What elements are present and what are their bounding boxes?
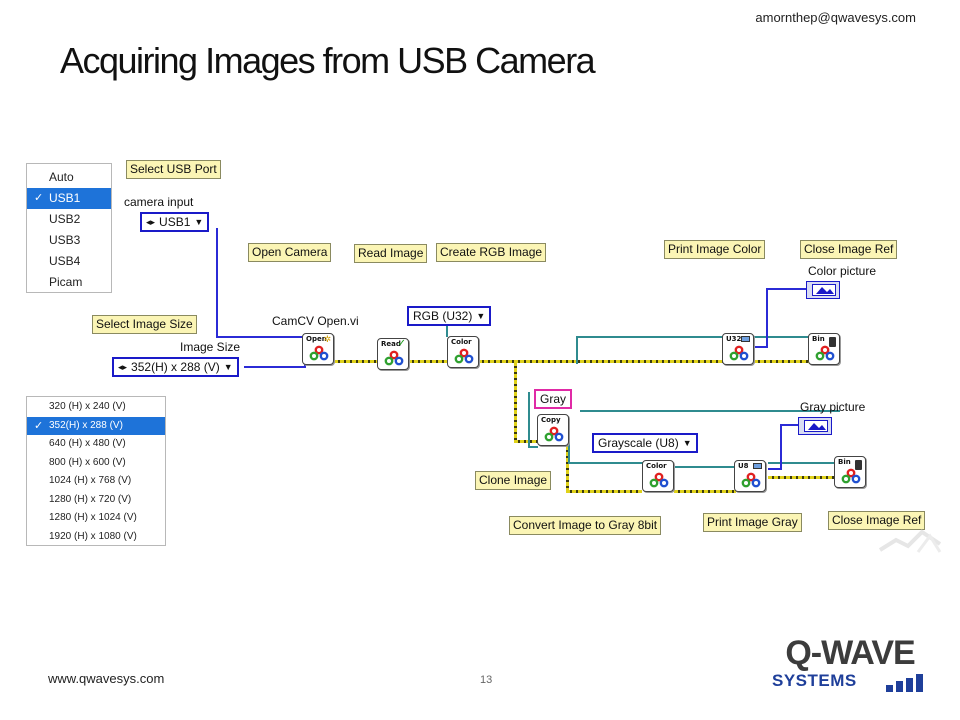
footer-url: www.qwavesys.com <box>48 671 165 686</box>
vi-label: Copy <box>541 416 561 424</box>
picture-icon <box>753 463 762 469</box>
increment-icon: ◂▸ <box>118 362 128 372</box>
note-print-image-color: Print Image Color <box>664 240 766 259</box>
image-size-menu[interactable]: 320 (H) x 240 (V) ✓ 352(H) x 288 (V) 640 … <box>26 396 166 546</box>
slide-title: Acquiring Images from USB Camera <box>60 40 596 81</box>
chevron-down-icon: ▼ <box>223 362 233 372</box>
menu-option[interactable]: Picam <box>49 275 83 289</box>
author-email: amornthep@qwavesys.com <box>755 10 916 25</box>
opencv-logo-icon <box>815 345 835 361</box>
label-image-size: Image Size <box>180 340 241 354</box>
u32-to-picture-vi[interactable]: U32 <box>722 333 754 365</box>
close-image-ref-vi-top[interactable]: Bin <box>808 333 840 365</box>
company-logo: Q-WAVE SYSTEMS <box>770 636 930 696</box>
note-close-image-ref-bottom: Close Image Ref <box>828 511 926 530</box>
note-clone-image: Clone Image <box>475 471 552 490</box>
menu-option[interactable]: 640 (H) x 480 (V) <box>49 438 126 449</box>
note-open-camera: Open Camera <box>248 243 332 262</box>
vi-label: Color <box>451 338 472 346</box>
page-number: 13 <box>480 674 493 686</box>
picture-icon <box>741 336 750 342</box>
close-image-ref-vi-bottom[interactable]: Bin <box>834 456 866 488</box>
increment-icon: ◂▸ <box>146 217 156 227</box>
create-color-image-vi[interactable]: Color <box>447 336 479 368</box>
label-camera-input: camera input <box>124 195 194 209</box>
chevron-down-icon: ▼ <box>476 311 486 321</box>
vi-label: Read <box>381 340 401 348</box>
logo-line-1: Q-WAVE <box>785 634 915 672</box>
copy-image-vi[interactable]: Copy <box>537 414 569 446</box>
vi-label: Color <box>646 462 667 470</box>
rgb-type-value: RGB (U32) <box>413 309 473 323</box>
logo-line-2: SYSTEMS <box>772 671 857 690</box>
opencv-logo-icon <box>649 472 669 488</box>
label-camcv-open: CamCV Open.vi <box>272 314 359 328</box>
menu-option-selected[interactable]: ✓ USB1 <box>27 188 111 209</box>
trash-icon <box>829 337 836 347</box>
vi-label: Bin <box>838 458 851 466</box>
opencv-logo-icon <box>309 345 329 361</box>
camera-input-control[interactable]: ◂▸ USB1 ▼ <box>140 212 210 232</box>
note-read-image: Read Image <box>354 244 428 263</box>
camera-input-value: USB1 <box>159 215 191 229</box>
note-close-image-ref-top: Close Image Ref <box>800 240 898 259</box>
menu-option-label: USB1 <box>49 191 81 205</box>
convert-gray-vi[interactable]: Color <box>642 460 674 492</box>
image-size-control[interactable]: ◂▸ 352(H) x 288 (V) ▼ <box>112 357 239 377</box>
menu-option[interactable]: USB4 <box>49 254 81 268</box>
menu-option[interactable]: 1280 (H) x 720 (V) <box>49 493 132 505</box>
signal-bars-icon <box>886 674 923 692</box>
vi-label: Open <box>306 335 327 343</box>
checkmark-icon: ✓ <box>34 419 44 432</box>
rgb-type-constant[interactable]: RGB (U32) ▼ <box>407 306 492 326</box>
watermark-graphic <box>878 529 942 553</box>
check-icon: ✓ <box>397 338 406 349</box>
opencv-logo-icon <box>741 472 761 488</box>
vi-label: U8 <box>738 462 749 470</box>
u8-to-picture-vi[interactable]: U8 <box>734 460 766 492</box>
menu-option[interactable]: 1920 (H) x 1080 (V) <box>49 530 137 542</box>
checkmark-icon: ✓ <box>34 192 44 204</box>
note-convert-image-to-gray: Convert Image to Gray 8bit <box>509 516 662 535</box>
grayscale-type-constant[interactable]: Grayscale (U8) ▼ <box>592 433 698 453</box>
menu-option[interactable]: Auto <box>49 170 74 184</box>
camcv-read-vi[interactable]: Read ✓ <box>377 338 409 370</box>
camcv-open-vi[interactable]: Open ✲ <box>302 333 334 365</box>
menu-option[interactable]: 320 (H) x 240 (V) <box>49 401 126 412</box>
color-picture-indicator[interactable] <box>806 281 840 299</box>
menu-option[interactable]: USB2 <box>49 212 81 226</box>
gray-name-value: Gray <box>540 392 567 406</box>
opencv-logo-icon <box>729 345 749 361</box>
gray-name-constant[interactable]: Gray <box>534 389 573 409</box>
vi-label: U32 <box>726 335 742 343</box>
menu-option[interactable]: 800 (H) x 600 (V) <box>49 456 126 468</box>
vi-label: Bin <box>812 335 825 343</box>
grayscale-type-value: Grayscale (U8) <box>598 436 679 450</box>
label-gray-picture: Gray picture <box>800 400 866 414</box>
menu-option[interactable]: 1280 (H) x 1024 (V) <box>49 512 137 523</box>
picture-icon <box>812 284 836 296</box>
note-create-rgb-image: Create RGB Image <box>436 243 547 262</box>
opencv-logo-icon <box>841 468 861 484</box>
chevron-down-icon: ▼ <box>194 217 204 227</box>
chevron-down-icon: ▼ <box>682 438 692 448</box>
label-color-picture: Color picture <box>808 264 877 278</box>
menu-option-selected[interactable]: ✓ 352(H) x 288 (V) <box>27 416 165 435</box>
opencv-logo-icon <box>544 426 564 442</box>
menu-option-label: 352(H) x 288 (V) <box>49 419 123 431</box>
note-print-image-gray: Print Image Gray <box>703 513 802 532</box>
gray-picture-indicator[interactable] <box>798 417 832 435</box>
sparkle-icon: ✲ <box>323 334 331 344</box>
picture-icon <box>804 420 828 432</box>
usb-port-menu[interactable]: Auto ✓ USB1 USB2 USB3 USB4 Picam <box>26 163 112 293</box>
note-select-image-size: Select Image Size <box>92 315 197 334</box>
opencv-logo-icon <box>454 348 474 364</box>
note-select-usb-port: Select USB Port <box>126 160 221 179</box>
trash-icon <box>855 460 862 470</box>
menu-option[interactable]: USB3 <box>49 233 81 247</box>
menu-option[interactable]: 1024 (H) x 768 (V) <box>49 475 132 486</box>
image-size-value: 352(H) x 288 (V) <box>131 360 220 374</box>
opencv-logo-icon <box>384 350 404 366</box>
